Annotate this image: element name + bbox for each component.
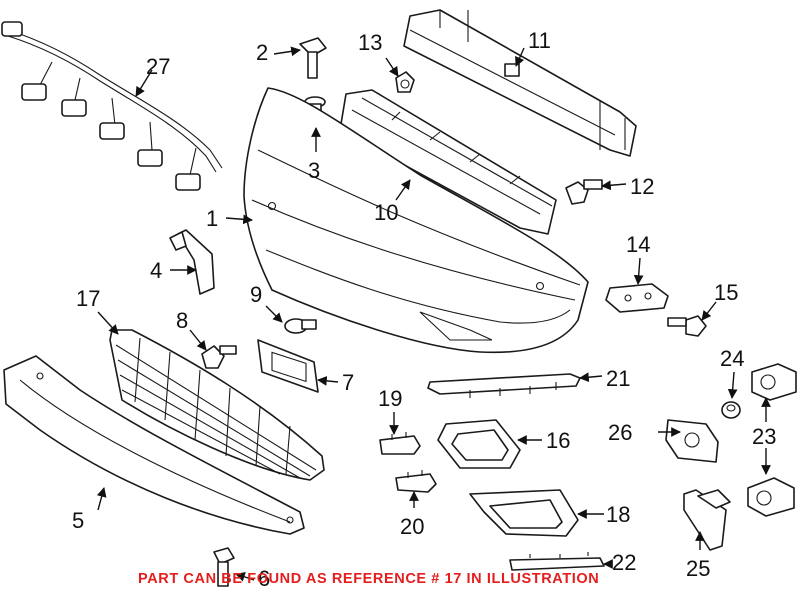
callout-3: 3 xyxy=(308,158,320,183)
callout-5: 5 xyxy=(72,508,84,533)
part-2-bolt xyxy=(299,37,327,79)
callout-24: 24 xyxy=(720,346,744,371)
callout-8: 8 xyxy=(176,308,188,333)
callout-18: 18 xyxy=(606,502,630,527)
part-15-screw xyxy=(667,315,707,337)
callout-17: 17 xyxy=(76,286,100,311)
callout-22: 22 xyxy=(612,550,636,575)
part-4-bracket xyxy=(169,229,215,295)
callout-26: 26 xyxy=(608,420,632,445)
callout-2: 2 xyxy=(256,40,268,65)
callout-16: 16 xyxy=(546,428,570,453)
part-7-license-bracket xyxy=(257,339,319,393)
part-13-nut xyxy=(395,71,415,93)
part-22-trim-strip xyxy=(509,552,605,571)
callout-27: 27 xyxy=(146,54,170,79)
part-23-parking-sensor xyxy=(747,363,797,517)
part-27-wiring-harness xyxy=(1,21,223,191)
callout-15: 15 xyxy=(714,280,738,305)
callout-19: 19 xyxy=(378,386,402,411)
part-14-reflector xyxy=(605,283,669,313)
part-24-grommet xyxy=(721,401,741,419)
part-11-reinforcement-bar xyxy=(403,9,637,157)
callout-14: 14 xyxy=(626,232,650,257)
callout-20: 20 xyxy=(400,514,424,539)
part-8-bolt xyxy=(201,345,237,369)
part-18-trim-bezel xyxy=(469,489,579,537)
callout-7: 7 xyxy=(342,370,354,395)
part-25-sensor-holder xyxy=(683,489,731,551)
part-1-bumper-cover xyxy=(243,87,589,354)
callout-11: 11 xyxy=(528,28,551,53)
part-17-lower-grille xyxy=(109,329,325,481)
part-21-trim-strip xyxy=(427,373,581,398)
part-16-fog-light-frame xyxy=(437,419,521,469)
part-9-screw xyxy=(284,318,317,334)
part-6-bolt xyxy=(213,547,235,587)
callout-23: 23 xyxy=(752,424,776,449)
part-5-lower-spoiler xyxy=(3,355,305,535)
part-20-clip xyxy=(395,470,437,493)
part-19-clip xyxy=(379,432,421,455)
callout-9: 9 xyxy=(250,282,262,307)
callout-1: 1 xyxy=(206,206,218,231)
callout-25: 25 xyxy=(686,556,710,581)
part-12-bolt xyxy=(565,179,603,205)
reference-note: PART CAN BE FOUND AS REFERENCE # 17 IN I… xyxy=(138,571,599,587)
callout-10: 10 xyxy=(374,200,398,225)
callout-6: 6 xyxy=(258,566,270,591)
leader-lines xyxy=(96,46,771,582)
callout-13: 13 xyxy=(358,30,382,55)
callout-labels: 2 3 13 11 12 10 1 4 27 14 15 9 8 17 7 21… xyxy=(72,28,776,591)
callout-21: 21 xyxy=(606,366,630,391)
callout-12: 12 xyxy=(630,174,654,199)
part-26-sensor xyxy=(665,419,719,463)
callout-4: 4 xyxy=(150,258,162,283)
